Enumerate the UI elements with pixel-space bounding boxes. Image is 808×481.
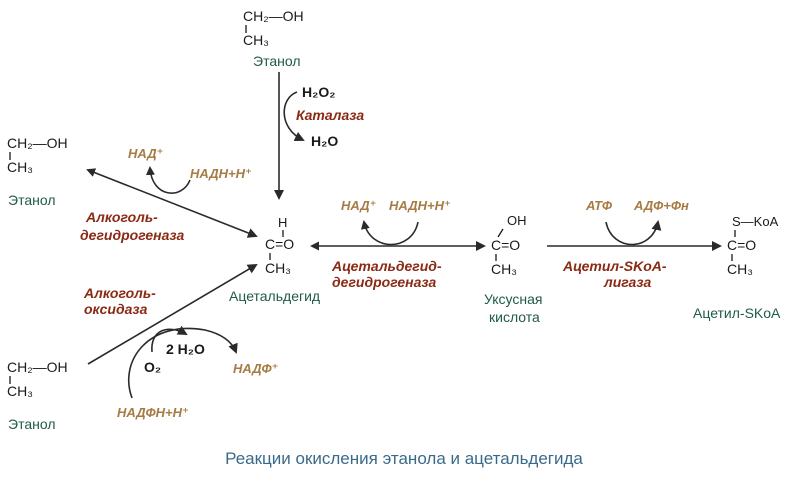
acetic-acid-oh: OH: [507, 213, 527, 228]
acetic-acid-ch3: CH₃: [491, 261, 517, 277]
enzyme-aldh-1: Ацетальдегид-: [331, 258, 442, 274]
cofactor-o2: O₂: [144, 359, 161, 375]
cofactor-nadh-mid: НАДН+Н⁺: [389, 198, 451, 213]
ethanol-top-name: Этанол: [253, 53, 300, 69]
arrow-nad-mid: [360, 220, 419, 246]
cofactor-nadh-left: НАДН+Н⁺: [190, 166, 252, 181]
acetic-acid-bond-oh: [497, 228, 504, 238]
acetic-acid-name-2: кислота: [489, 309, 540, 325]
enzyme-catalase: Каталаза: [296, 107, 364, 123]
ethanol-left-ch2oh: CH₂—OH: [7, 135, 68, 151]
cofactor-nadfh: НАДФН+Н⁺: [117, 405, 189, 420]
acetic-acid-co: C=O: [491, 237, 520, 253]
acetic-acid-name-1: Уксусная: [484, 291, 543, 307]
cofactor-adf: АДФ+Фн: [633, 198, 689, 213]
enzyme-adh-2: дегидрогеназа: [80, 227, 185, 243]
arrow-catalase-side: [283, 91, 305, 142]
ethanol-bottom: CH₂—OH CH₃ Этанол: [7, 359, 68, 432]
ethanol-top: CH₂—OH CH₃ Этанол: [243, 8, 304, 69]
arrow-atf: [605, 220, 662, 246]
acetaldehyde-co: C=O: [265, 236, 294, 252]
cofactor-2h2o: 2 H₂O: [166, 341, 205, 357]
cofactor-h2o: H₂O: [311, 133, 338, 149]
cofactor-atf: АТФ: [585, 198, 613, 213]
enzyme-acs-2: лигаза: [603, 274, 651, 290]
acetaldehyde-ch3: CH₃: [265, 260, 291, 276]
acetaldehyde: H C=O CH₃ Ацетальдегид: [229, 215, 320, 304]
ethanol-bottom-ch2oh: CH₂—OH: [7, 359, 68, 375]
ethanol-bottom-name: Этанол: [8, 416, 55, 432]
ethanol-left-ch3: CH₃: [7, 159, 33, 175]
cofactor-nadf: НАДФ⁺: [233, 361, 279, 376]
acetyl-scoa-co: C=O: [727, 237, 756, 253]
acetaldehyde-h: H: [278, 215, 287, 230]
enzyme-aox-2: оксидаза: [84, 301, 148, 317]
ethanol-left-name: Этанол: [8, 192, 55, 208]
arrow-nad-left: [145, 166, 191, 194]
enzyme-aldh-2: дегидрогеназа: [332, 274, 437, 290]
arrow-adh: [86, 168, 258, 238]
arrow-o2: [151, 325, 188, 353]
ethanol-bottom-ch3: CH₃: [7, 383, 33, 399]
enzyme-aox-1: Алкоголь-: [83, 285, 156, 301]
ethanol-left: CH₂—OH CH₃ Этанол: [7, 135, 68, 208]
cofactor-nad-mid: НАД⁺: [341, 198, 377, 213]
figure-caption: Реакции окисления этанола и ацетальдегид…: [225, 449, 583, 468]
acetyl-scoa-name: Ацетил-SKoA: [693, 305, 781, 321]
ethanol-top-ch2oh: CH₂—OH: [243, 8, 304, 24]
cofactor-nad-left: НАД⁺: [128, 146, 164, 161]
enzyme-acs-1: Ацетил-SKoA-: [562, 258, 667, 274]
enzyme-adh-1: Алкоголь-: [85, 209, 158, 225]
cofactor-h2o2: H₂O₂: [302, 84, 335, 100]
arrow-nadph: [127, 327, 238, 399]
ethanol-top-ch3: CH₃: [243, 32, 269, 48]
arrow-aox: [87, 263, 258, 365]
acetyl-scoa-ch3: CH₃: [727, 261, 753, 277]
acetyl-scoa-s: S—KoA: [732, 214, 779, 229]
acetaldehyde-name: Ацетальдегид: [229, 288, 320, 304]
acetic-acid: OH C=O CH₃ Уксусная кислота: [484, 213, 543, 325]
acetyl-scoa: S—KoA C=O CH₃ Ацетил-SKoA: [693, 214, 781, 321]
